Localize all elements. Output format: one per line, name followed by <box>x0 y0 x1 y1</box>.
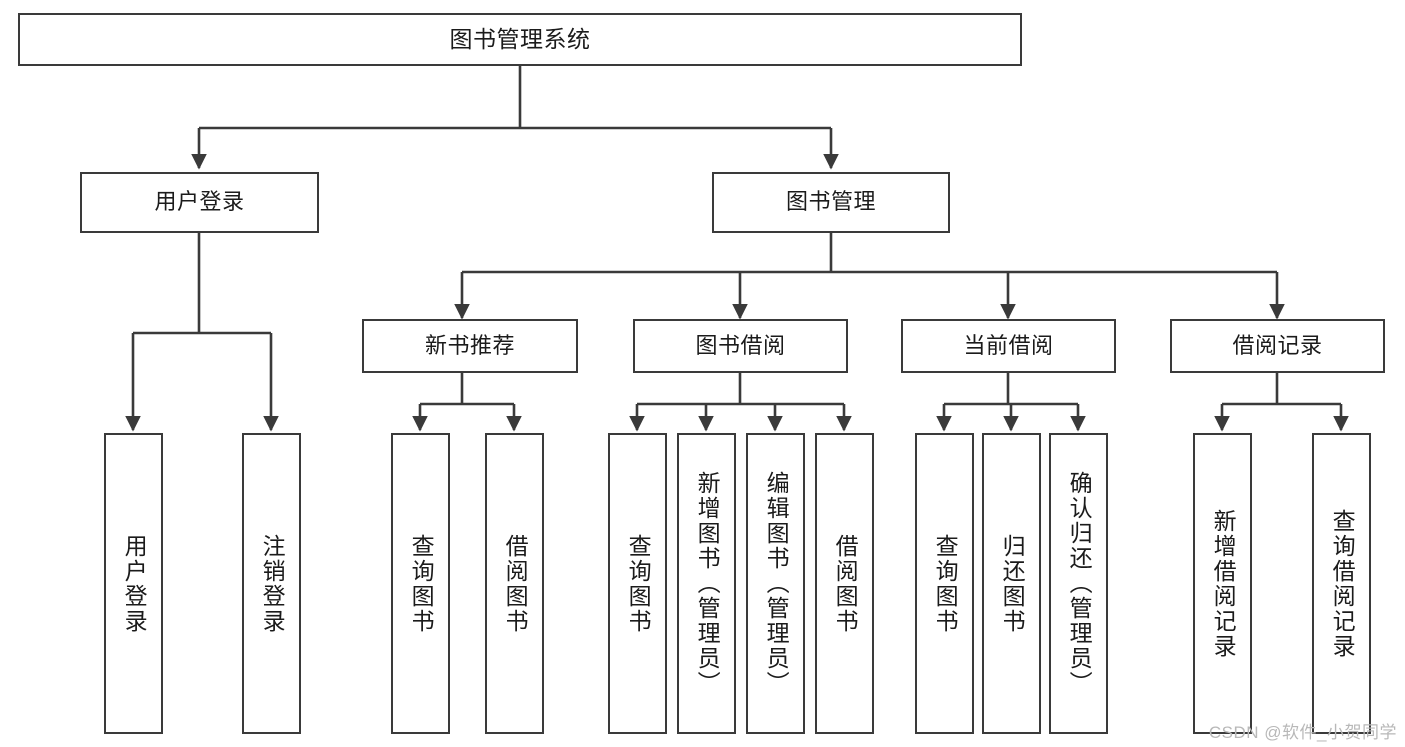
node-leaf-add-book[interactable]: 新增图书（管理员） <box>677 433 736 734</box>
node-leaf-return-book[interactable]: 归还图书 <box>982 433 1041 734</box>
node-leaf-add-borrow-record[interactable]: 新增借阅记录 <box>1193 433 1252 734</box>
node-new-book-recommend[interactable]: 新书推荐 <box>362 319 578 373</box>
node-user-login[interactable]: 用户登录 <box>80 172 319 233</box>
node-leaf-return-book-label: 归还图书 <box>999 533 1026 634</box>
node-leaf-query-borrow-record-label: 查询借阅记录 <box>1329 508 1356 659</box>
node-book-borrow[interactable]: 图书借阅 <box>633 319 848 373</box>
node-leaf-query-book-3[interactable]: 查询图书 <box>915 433 974 734</box>
node-leaf-query-book-3-label: 查询图书 <box>932 533 959 634</box>
node-leaf-query-book-2-label: 查询图书 <box>625 533 652 634</box>
node-leaf-borrow-book-2[interactable]: 借阅图书 <box>815 433 874 734</box>
node-leaf-borrow-book-1[interactable]: 借阅图书 <box>485 433 544 734</box>
node-leaf-query-book-1[interactable]: 查询图书 <box>391 433 450 734</box>
node-leaf-logout-login[interactable]: 注销登录 <box>242 433 301 734</box>
node-leaf-add-book-label: 新增图书（管理员） <box>694 471 721 696</box>
node-leaf-borrow-book-2-label: 借阅图书 <box>832 533 859 634</box>
node-leaf-confirm-return[interactable]: 确认归还（管理员） <box>1049 433 1108 734</box>
node-leaf-logout-login-label: 注销登录 <box>259 533 286 634</box>
node-leaf-borrow-book-1-label: 借阅图书 <box>502 533 529 634</box>
node-borrow-record-label: 借阅记录 <box>1232 332 1323 358</box>
node-leaf-confirm-return-label: 确认归还（管理员） <box>1066 471 1093 696</box>
node-root[interactable]: 图书管理系统 <box>18 13 1022 66</box>
node-book-management[interactable]: 图书管理 <box>712 172 950 233</box>
node-leaf-edit-book[interactable]: 编辑图书（管理员） <box>746 433 805 734</box>
node-leaf-query-book-2[interactable]: 查询图书 <box>608 433 667 734</box>
node-leaf-query-book-1-label: 查询图书 <box>408 533 435 634</box>
node-new-book-recommend-label: 新书推荐 <box>424 332 515 358</box>
node-book-management-label: 图书管理 <box>785 189 876 215</box>
node-leaf-add-borrow-record-label: 新增借阅记录 <box>1210 508 1237 659</box>
csdn-watermark: CSDN @软件_小贺同学 <box>1208 723 1397 742</box>
node-borrow-record[interactable]: 借阅记录 <box>1170 319 1385 373</box>
node-leaf-edit-book-label: 编辑图书（管理员） <box>763 471 790 696</box>
node-leaf-user-login[interactable]: 用户登录 <box>104 433 163 734</box>
node-current-borrow-label: 当前借阅 <box>963 332 1054 358</box>
node-leaf-query-borrow-record[interactable]: 查询借阅记录 <box>1312 433 1371 734</box>
node-root-label: 图书管理系统 <box>449 25 591 52</box>
node-current-borrow[interactable]: 当前借阅 <box>901 319 1116 373</box>
node-book-borrow-label: 图书借阅 <box>695 332 786 358</box>
node-user-login-label: 用户登录 <box>154 189 245 215</box>
node-leaf-user-login-label: 用户登录 <box>121 533 148 634</box>
